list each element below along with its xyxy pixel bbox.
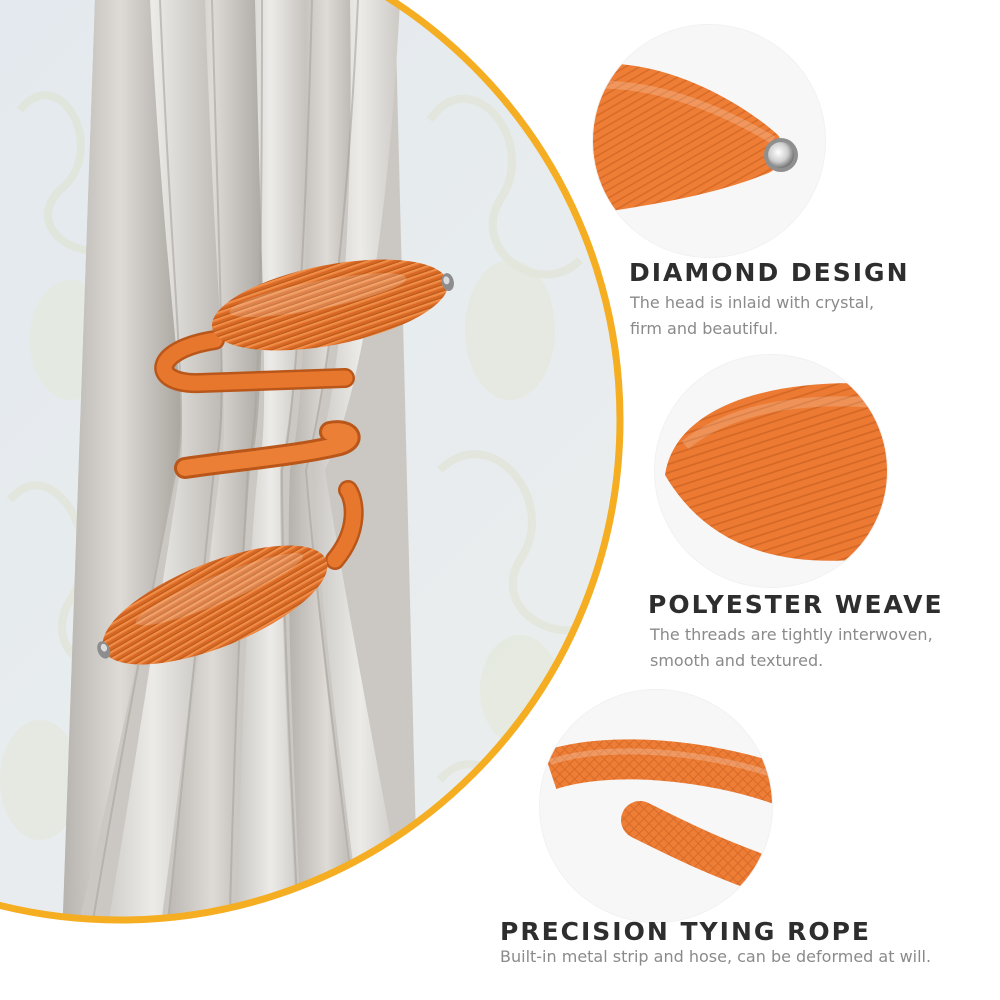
tying-rope-icon (540, 690, 772, 922)
feature-title-polyester-weave: POLYESTER WEAVE (648, 590, 944, 619)
feature-desc-polyester-weave: The threads are tightly interwoven, smoo… (650, 625, 933, 670)
tying-rope-closeup-image (540, 690, 772, 922)
feature-desc-precision-tying-rope: Built-in metal strip and hose, can be de… (500, 947, 932, 966)
feature-title-diamond-design: DIAMOND DESIGN (629, 258, 910, 287)
feature-title-precision-tying-rope: PRECISION TYING ROPE (500, 917, 871, 946)
polyester-weave-icon (655, 355, 887, 587)
polyester-weave-closeup-image (655, 355, 887, 587)
crystal-head-icon (593, 25, 825, 257)
feature-desc-diamond-design: The head is inlaid with crystal, firm an… (630, 293, 875, 338)
crystal-head-closeup-image (593, 25, 825, 257)
